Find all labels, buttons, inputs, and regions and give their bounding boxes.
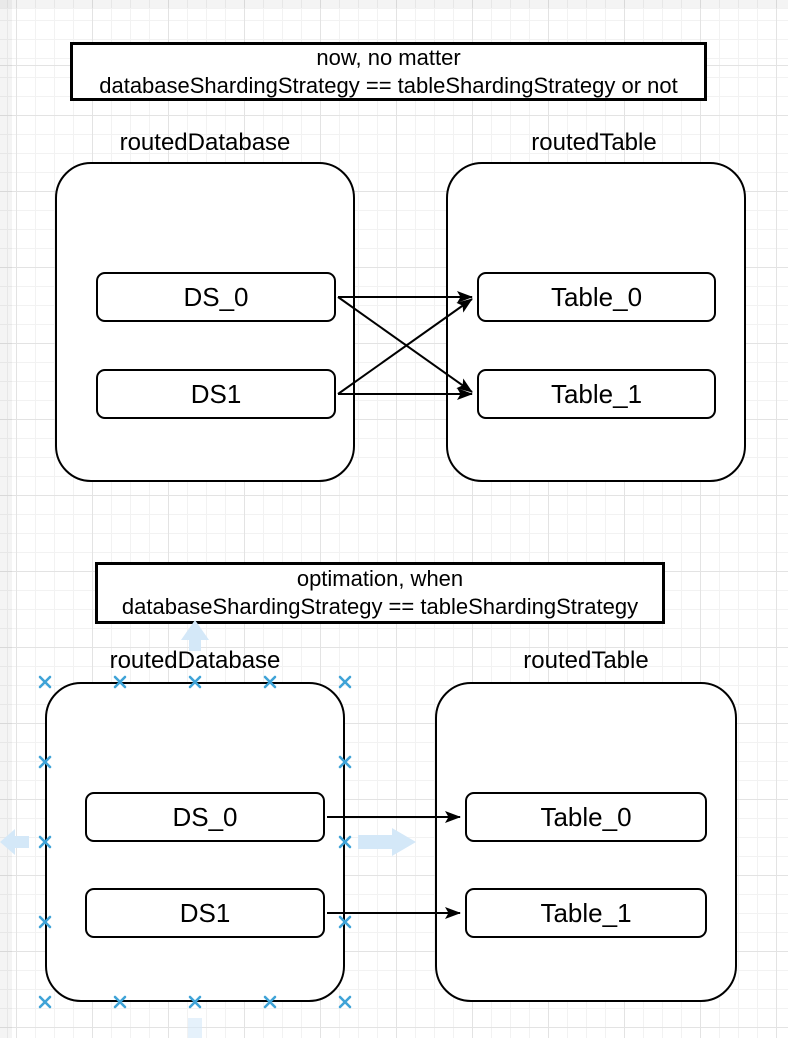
node-label: Table_1: [540, 897, 632, 928]
node-label: DS_0: [172, 801, 238, 832]
node-ds0-bottom[interactable]: DS_0: [85, 792, 325, 842]
group-label-routed-database-bottom: routedDatabase: [109, 647, 281, 674]
node-table0-top[interactable]: Table_0: [477, 272, 716, 322]
title-line: databaseShardingStrategy == tableShardin…: [121, 594, 639, 619]
node-table0-bottom[interactable]: Table_0: [465, 792, 707, 842]
node-label: Table_1: [550, 378, 643, 409]
connection-point-icon[interactable]: [338, 675, 352, 689]
node-ds1-bottom[interactable]: DS1: [85, 888, 325, 938]
direction-hint-right-arrow-icon[interactable]: [358, 828, 416, 856]
node-label: DS1: [190, 378, 242, 409]
node-ds1-top[interactable]: DS1: [96, 369, 336, 419]
group-label-routed-table-bottom: routedTable: [523, 647, 649, 674]
connection-point-icon[interactable]: [338, 995, 352, 1009]
group-routed-table-bottom[interactable]: [435, 682, 737, 1002]
node-label: DS1: [179, 897, 231, 928]
group-label-routed-table-top: routedTable: [531, 129, 657, 156]
group-label-routed-database-top: routedDatabase: [119, 129, 291, 156]
page-edge-top: [0, 0, 788, 8]
group-routed-table-top[interactable]: [446, 162, 746, 482]
title-line: now, no matter: [316, 44, 461, 70]
title-box-now[interactable]: now, no matter databaseShardingStrategy …: [70, 42, 707, 101]
title-line: optimation, when: [296, 566, 464, 591]
connection-point-icon[interactable]: [38, 675, 52, 689]
direction-hint-down-arrow-icon[interactable]: [180, 1018, 210, 1038]
node-table1-top[interactable]: Table_1: [477, 369, 716, 419]
node-ds0-top[interactable]: DS_0: [96, 272, 336, 322]
group-routed-database-bottom[interactable]: [45, 682, 345, 1002]
group-routed-database-top[interactable]: [55, 162, 355, 482]
title-line: databaseShardingStrategy == tableShardin…: [99, 72, 678, 98]
title-box-optimation[interactable]: optimation, when databaseShardingStrateg…: [95, 562, 665, 624]
page-edge-left: [0, 0, 12, 1038]
node-label: DS_0: [183, 281, 249, 312]
node-table1-bottom[interactable]: Table_1: [465, 888, 707, 938]
node-label: Table_0: [540, 801, 632, 832]
node-label: Table_0: [550, 281, 643, 312]
connection-point-icon[interactable]: [38, 995, 52, 1009]
